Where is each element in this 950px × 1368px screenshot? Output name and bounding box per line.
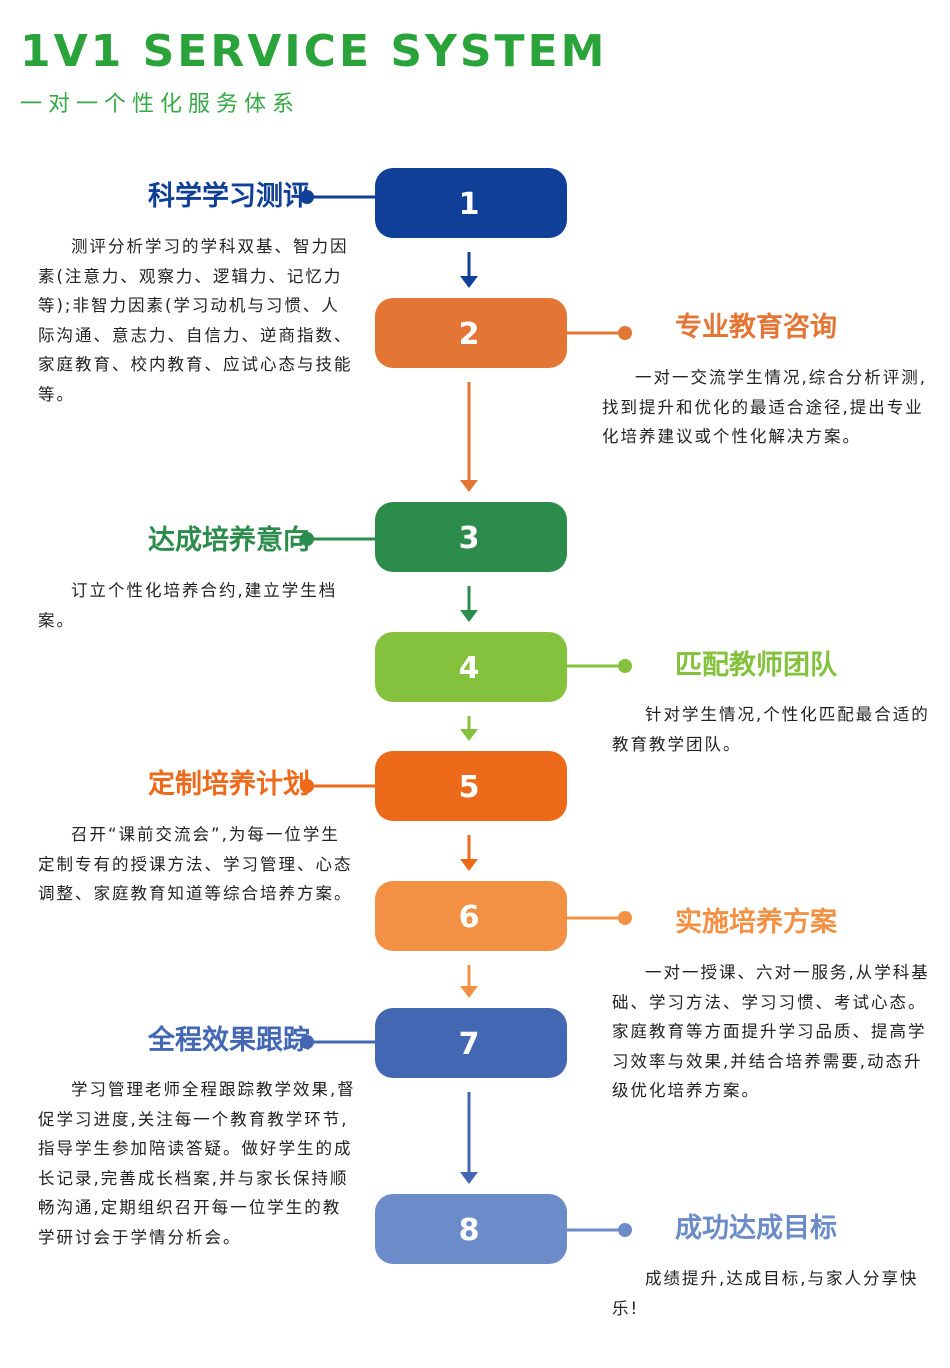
step-6-dot xyxy=(618,911,632,925)
page-title: 1V1 SERVICE SYSTEM xyxy=(20,26,608,77)
step-4-title: 匹配教师团队 xyxy=(675,650,837,681)
arrow-3-head xyxy=(460,610,478,622)
step-7-title: 全程效果跟踪 xyxy=(148,1025,310,1056)
step-5-box xyxy=(375,751,567,821)
step-4-description: 针对学生情况,个性化匹配最合适的教育教学团队。 xyxy=(612,705,930,754)
step-2-title: 专业教育咨询 xyxy=(675,312,837,343)
step-4-dot xyxy=(618,659,632,673)
step-4-box xyxy=(375,632,567,702)
arrow-2-head xyxy=(460,480,478,492)
step-1-description: 测评分析学习的学科双基、智力因素(注意力、观察力、逻辑力、记忆力等);非智力因素… xyxy=(38,237,353,404)
step-3-box xyxy=(375,502,567,572)
step-2-number: 2 xyxy=(459,317,480,352)
step-7-box xyxy=(375,1008,567,1078)
step-8-dot xyxy=(618,1223,632,1237)
step-5-description: 召开“课前交流会”,为每一位学生定制专有的授课方法、学习管理、心态调整、家庭教育… xyxy=(38,825,353,903)
step-1-dot xyxy=(300,190,314,204)
step-1-box xyxy=(375,168,567,238)
step-2-box xyxy=(375,298,567,368)
step-5-title: 定制培养计划 xyxy=(148,769,310,800)
step-6-title: 实施培养方案 xyxy=(675,907,837,938)
step-3-number: 3 xyxy=(459,521,480,556)
step-3-title: 达成培养意向 xyxy=(148,525,310,556)
step-7-description: 学习管理老师全程跟踪教学效果,督促学习进度,关注每一个教育教学环节,指导学生参加… xyxy=(38,1080,356,1247)
step-8-title: 成功达成目标 xyxy=(675,1213,837,1244)
arrow-1-head xyxy=(460,276,478,288)
step-1-title: 科学学习测评 xyxy=(148,181,310,212)
arrow-4-head xyxy=(460,729,478,741)
step-2-description: 一对一交流学生情况,综合分析评测,找到提升和优化的最适合途径,提出专业化培养建议… xyxy=(602,368,927,446)
step-3-description: 订立个性化培养合约,建立学生档案。 xyxy=(38,581,338,630)
step-6-number: 6 xyxy=(459,900,480,935)
step-1-number: 1 xyxy=(459,187,480,222)
step-6-description: 一对一授课、六对一服务,从学科基础、学习方法、学习习惯、考试心态。家庭教育等方面… xyxy=(612,963,930,1100)
step-3-dot xyxy=(300,532,314,546)
arrow-5-head xyxy=(460,859,478,871)
step-6-box xyxy=(375,881,567,951)
step-5-number: 5 xyxy=(459,770,480,805)
arrow-6-head xyxy=(460,986,478,998)
step-7-dot xyxy=(300,1035,314,1049)
step-2-dot xyxy=(618,326,632,340)
arrow-7-head xyxy=(460,1172,478,1184)
step-7-number: 7 xyxy=(459,1027,480,1062)
step-5-dot xyxy=(300,779,314,793)
step-8-description: 成绩提升,达成目标,与家人分享快乐! xyxy=(612,1269,919,1318)
step-8-number: 8 xyxy=(459,1213,480,1248)
page-subtitle: 一对一个性化服务体系 xyxy=(20,92,301,117)
step-4-number: 4 xyxy=(459,651,480,686)
step-8-box xyxy=(375,1194,567,1264)
